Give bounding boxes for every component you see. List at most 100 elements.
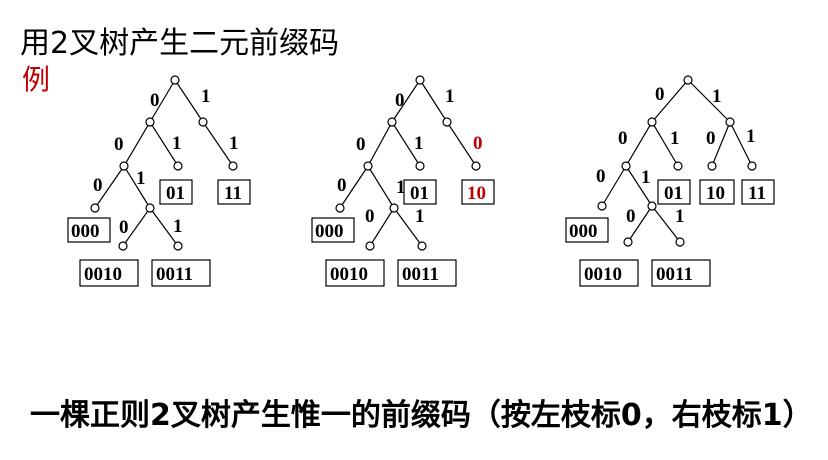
tree1-edge (123, 165, 151, 209)
tree3-edge-label: 0 (655, 84, 665, 105)
tree1-edge-label: 0 (119, 217, 129, 238)
tree3-node (647, 117, 657, 127)
tree-3: 0 1 0 1 0 1 0 1 0 1 000 01 10 11 0010 00… (565, 75, 775, 287)
tree1-code: 0011 (156, 264, 193, 285)
tree1-node (118, 241, 128, 251)
tree-1: 0 1 0 1 1 0 1 0 1 000 01 11 0010 0011 (67, 75, 251, 287)
tree1-edge (149, 79, 176, 123)
tree3-code-box (699, 179, 735, 205)
tree2-edge-label: 0 (337, 175, 347, 196)
tree1-node (90, 203, 100, 213)
tree2-node (389, 203, 399, 213)
tree2-node (415, 161, 425, 171)
tree3-node (725, 117, 735, 127)
tree3-edge-label: 0 (626, 206, 636, 227)
tree2-edge-label: 0 (356, 134, 366, 155)
tree1-edge (94, 165, 125, 209)
tree1-edge (202, 121, 234, 167)
tree3-edge (711, 121, 731, 167)
tree1-code: 0010 (84, 264, 122, 285)
tree3-edge (601, 165, 627, 207)
tree3-node (747, 161, 757, 171)
tree3-code-box (565, 217, 609, 243)
tree2-edge (393, 207, 423, 247)
tree3-node (707, 161, 717, 171)
tree1-code-box (67, 217, 111, 243)
tree1-edge-label: 0 (93, 175, 103, 196)
tree3-node (647, 201, 657, 211)
tree1-code: 000 (71, 221, 100, 242)
tree2-node (415, 75, 425, 85)
tree1-node (173, 241, 183, 251)
tree2-code: 01 (410, 183, 429, 204)
tree1-edge (149, 207, 179, 247)
tree1-edge (174, 79, 204, 123)
tree1-edge-label: 1 (136, 168, 146, 189)
tree2-edge (391, 121, 421, 167)
tree3-edge-label: 1 (746, 126, 756, 147)
tree1-code: 01 (166, 183, 185, 204)
tree3-node (675, 237, 685, 247)
tree3-code-box (741, 179, 775, 205)
tree3-code-box (657, 179, 691, 205)
tree3-edge (687, 79, 731, 123)
tree2-edge (367, 165, 395, 209)
tree2-code-box (403, 179, 437, 205)
tree1-edge (122, 207, 151, 247)
tree3-edge-label: 1 (675, 206, 685, 227)
tree1-edge-label: 0 (114, 134, 124, 155)
tree2-edge (369, 207, 395, 247)
tree1-node (145, 117, 155, 127)
tree2-code-highlight: 10 (467, 183, 486, 204)
tree2-edge (446, 121, 477, 167)
tree3-edge (625, 121, 653, 167)
tree1-code-box (217, 179, 251, 205)
tree2-edge-label: 1 (396, 177, 406, 198)
tree2-edge-label: 0 (473, 133, 483, 154)
tree3-code: 0011 (656, 264, 693, 285)
tree2-edge-label: 1 (415, 206, 425, 227)
tree3-code-box (651, 259, 711, 287)
tree3-edge (651, 205, 681, 243)
tree2-edge-label: 0 (365, 206, 375, 227)
tree2-node (442, 117, 452, 127)
example-label: 例 (22, 63, 51, 96)
tree2-edge (367, 121, 393, 167)
tree3-edge-label: 0 (706, 128, 716, 149)
tree2-edge (419, 79, 448, 123)
tree1-node (170, 75, 180, 85)
tree3-code: 11 (748, 183, 766, 204)
tree3-edge-label: 1 (670, 128, 680, 149)
tree3-edge (625, 165, 653, 207)
tree3-edge (729, 121, 753, 167)
tree2-node (417, 241, 427, 251)
tree2-edge-label: 1 (445, 86, 455, 107)
tree3-code: 0010 (584, 264, 622, 285)
tree2-code-box (325, 259, 385, 287)
tree3-node (623, 237, 633, 247)
tree1-node (173, 161, 183, 171)
tree1-code-box (159, 179, 193, 205)
tree1-edge-label: 1 (173, 216, 183, 237)
tree1-edge (123, 121, 151, 167)
tree1-edge-label: 1 (201, 86, 211, 107)
caption: 一棵正则2叉树产生惟一的前缀码（按左枝标0，右枝标1） (30, 398, 813, 433)
tree2-node (365, 241, 375, 251)
tree3-edge (651, 121, 679, 167)
tree3-node (673, 161, 683, 171)
slide-title: 用2叉树产生二元前缀码 (20, 26, 340, 61)
tree-2: 0 1 0 1 0 0 1 0 1 000 01 10 0010 0011 (311, 75, 495, 287)
tree1-node (145, 203, 155, 213)
tree3-edge-label: 1 (641, 167, 651, 188)
tree1-code-box (151, 259, 211, 287)
tree1-edge-label: 1 (172, 133, 182, 154)
tree2-code: 000 (315, 221, 344, 242)
tree3-code: 01 (664, 183, 683, 204)
tree2-edge (339, 165, 369, 209)
tree1-edge (149, 121, 179, 167)
tree2-node (471, 161, 481, 171)
tree2-edge-label: 1 (414, 133, 424, 154)
tree3-code: 000 (569, 221, 598, 242)
tree3-edge (627, 205, 653, 243)
